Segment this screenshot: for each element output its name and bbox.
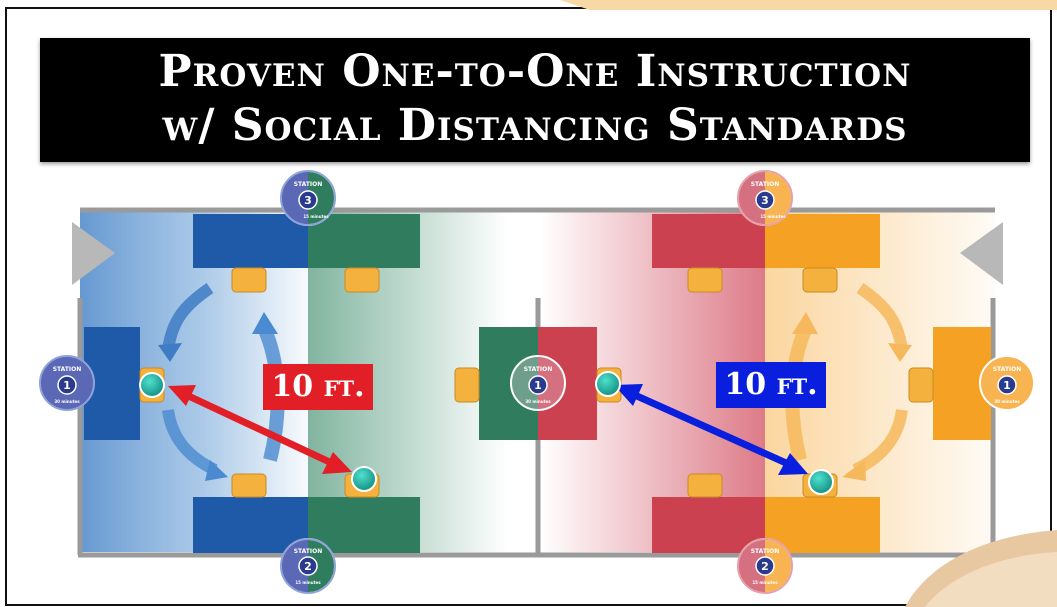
station-number: 1 [63,379,71,392]
table-top-blue [193,214,308,268]
arrowhead [322,452,352,474]
station-word: STATION [53,366,82,373]
title-banner: Proven One-to-One Instruction w/ Social … [40,38,1030,162]
table-top-orange [765,214,880,268]
title-line-2: w/ Social Distancing Standards [162,100,908,151]
chair [802,267,838,293]
arrowhead [168,385,196,406]
station-word: STATION [751,548,780,555]
station-number: 2 [761,560,769,573]
station-number: 1 [534,379,542,392]
station-time: 15 minutes [752,580,778,585]
title-line-1: Proven One-to-One Instruction [158,46,912,97]
flow-arrow [162,283,214,351]
distance-line-red [178,388,340,470]
station-badge-2-left [280,538,336,594]
chair [687,267,723,293]
distance-label-right: 10 ft. [716,362,826,408]
corner-accent [560,0,1057,10]
station-badge-1-center [510,355,566,411]
frame-border [5,7,1052,606]
distance-line-blue [626,388,797,471]
chair [454,367,480,403]
station-time: 15 minutes [303,214,329,219]
station-word: STATION [294,181,323,188]
station-number: 1 [1003,379,1011,392]
flow-arrowhead [888,343,912,362]
station-time: 30 minutes [54,399,80,404]
flow-arrowhead [842,460,866,481]
station-badge-2-right [737,538,793,594]
station-badge-1-left [39,355,95,411]
flow-arrowhead [158,343,182,362]
station-badge-1-right [979,355,1035,411]
station-badge-3-right [737,170,793,226]
station-word: STATION [751,181,780,188]
flow-arrowhead [252,312,278,334]
student-dot [808,469,834,495]
station-word: STATION [993,366,1022,373]
arrowhead [614,384,643,406]
student-dot [139,372,165,398]
student-dot [595,371,621,397]
distance-label-left: 10 ft. [263,364,373,410]
chair [687,473,723,498]
corner-decoration [925,552,1057,607]
station-badge-3-left [280,170,336,226]
flow-arrow [162,408,218,476]
table-top-green [308,214,420,268]
station-number: 3 [304,194,312,207]
station-time: 30 minutes [994,399,1020,404]
station-time: 15 minutes [760,214,786,219]
station-number: 3 [761,194,769,207]
flow-arrow [856,283,908,351]
chair [344,267,380,293]
station-word: STATION [294,548,323,555]
arrowhead [778,453,808,475]
entry-arrow-right [960,222,1003,285]
station-time: 15 minutes [295,580,321,585]
table-bottom-green [308,497,420,553]
entry-arrow-left [72,222,115,285]
student-dot [351,466,377,492]
chair [231,267,267,293]
table-bottom-orange [765,497,880,553]
station-number: 2 [304,560,312,573]
flow-arrowhead [792,312,818,334]
chair [231,473,267,498]
table-top-red [652,214,765,268]
chair [908,367,934,403]
flow-arrowhead [205,460,228,481]
station-word: STATION [524,366,553,373]
table-bottom-blue [193,497,308,553]
station-time: 30 minutes [525,399,551,404]
table-bottom-red [652,497,765,553]
